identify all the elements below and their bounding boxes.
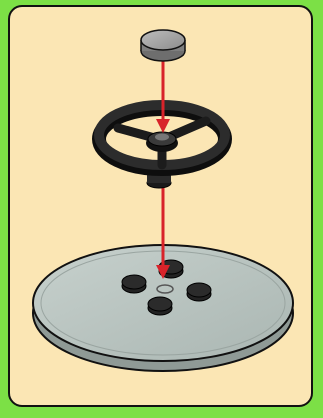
assembly-diagram <box>10 7 313 407</box>
stud <box>122 275 146 293</box>
instruction-panel <box>8 5 313 407</box>
stud <box>187 283 211 301</box>
stud <box>148 297 172 315</box>
round-cap-tile <box>141 30 185 61</box>
arrow-cap-to-wheel <box>156 59 170 133</box>
